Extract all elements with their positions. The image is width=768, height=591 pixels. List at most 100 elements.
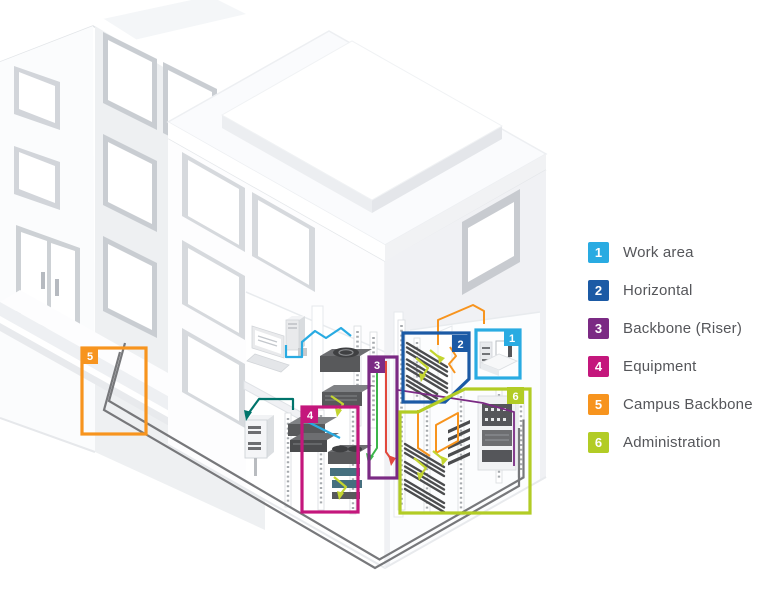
keyboard [246, 353, 290, 373]
patch-cable [305, 420, 341, 439]
legend-label: Work area [623, 244, 694, 261]
rail [457, 390, 465, 516]
server-top [322, 385, 374, 392]
legend: 1 Work area 2 Horizontal 3 Backbone (Ris… [588, 242, 753, 453]
legend-chip: 3 [588, 318, 609, 339]
arrowhead [438, 355, 445, 364]
legend-item-work-area: 1 Work area [588, 242, 753, 263]
zone-badges: 1 2 3 4 5 6 [82, 330, 524, 423]
left-building-rear-parapet [98, 0, 246, 40]
rack-upper [320, 347, 374, 406]
legend-label: Administration [623, 434, 721, 451]
monitor-edge [508, 341, 512, 357]
zone-badge-number: 5 [87, 351, 93, 363]
server-unit [290, 440, 327, 452]
arrowhead [337, 491, 344, 500]
walkway-step-face [0, 302, 205, 431]
orange-cable-loop [435, 412, 459, 454]
zone-badge-5: 5 [82, 348, 98, 364]
legend-item-equipment: 4 Equipment [588, 356, 753, 377]
zone-box-work-area [474, 328, 522, 380]
fascia-right [385, 154, 546, 261]
cabinet-stand [254, 458, 257, 476]
campus-cable-run [102, 351, 521, 570]
cable-bundle [405, 341, 449, 378]
roof-slab-top [220, 40, 504, 201]
window-glass [108, 244, 152, 330]
monitor-screen [255, 330, 281, 354]
legend-chip: 2 [588, 280, 609, 301]
window-glass [468, 202, 514, 282]
zone-badge-2: 2 [452, 335, 469, 352]
work-area-cable [284, 326, 352, 439]
window-glass [188, 160, 239, 245]
legend-chip: 6 [588, 432, 609, 453]
fan-icon [332, 445, 348, 453]
left-building-front-windows [14, 66, 60, 210]
arrowhead [417, 472, 424, 481]
zone-badge-3: 3 [369, 357, 385, 373]
zone-boxes [80, 328, 532, 515]
legend-chip: 5 [588, 394, 609, 415]
roof-slab [220, 40, 504, 213]
zone-badge-6: 6 [507, 387, 524, 404]
legend-label: Equipment [623, 358, 697, 375]
zone-badge-4: 4 [302, 407, 318, 423]
window-glass [188, 336, 239, 421]
legend-chip: 1 [588, 242, 609, 263]
door-handle [55, 279, 59, 296]
door-handle [41, 272, 45, 289]
arrowhead [244, 410, 252, 421]
switch-unit [332, 480, 362, 488]
cable-bundle [403, 442, 446, 478]
switch-unit [332, 492, 360, 499]
walkway-step-face [0, 323, 205, 446]
legend-label: Campus Backbone [623, 396, 753, 413]
workstation [246, 316, 307, 373]
legend-item-administration: 6 Administration [588, 432, 753, 453]
switch-unit [330, 468, 360, 476]
window-glass [258, 200, 309, 285]
window-glass [108, 40, 152, 122]
arrowhead [388, 455, 396, 466]
patch-panel-slat [448, 436, 470, 450]
fan-icon [338, 349, 354, 356]
orange-cable [417, 410, 431, 457]
zone-box-equipment [300, 405, 360, 514]
zone-box-campus-backbone [80, 346, 148, 436]
legend-chip: 4 [588, 356, 609, 377]
legend-item-backbone-riser: 3 Backbone (Riser) [588, 318, 753, 339]
cutaway-edge [409, 311, 541, 331]
legend-label: Backbone (Riser) [623, 320, 743, 337]
cable-bundle [403, 478, 446, 514]
window-glass [19, 152, 55, 203]
roof-slab-right-face [372, 126, 502, 213]
legend-item-horizontal: 2 Horizontal [588, 280, 753, 301]
campus-backbone-cable [102, 342, 525, 570]
fascia-left [168, 122, 385, 262]
roof-slab-left-face [222, 115, 372, 213]
rail [369, 331, 378, 429]
arrowhead [419, 373, 426, 382]
fan-icon [348, 446, 362, 452]
cable-bundle [405, 358, 449, 394]
desk-top [479, 353, 519, 371]
patch-panel-slat [448, 452, 470, 466]
workstation-cable [284, 326, 352, 359]
desk-front [481, 363, 499, 376]
server-panel [482, 450, 512, 462]
cabinet-front [244, 419, 268, 459]
zone-badge-number: 4 [307, 410, 314, 422]
legend-label: Horizontal [623, 282, 693, 299]
zone-badge-number: 6 [512, 391, 518, 403]
window-glass [19, 72, 55, 123]
patch-panel-slat [448, 444, 470, 458]
zone-badge-number: 3 [374, 360, 380, 372]
cable-bundle [403, 460, 446, 496]
patch-arrows [330, 349, 448, 500]
orange-cable [437, 304, 485, 345]
cabinet-top [245, 415, 274, 420]
left-building-parapet [0, 12, 213, 102]
window-glass [188, 248, 239, 333]
